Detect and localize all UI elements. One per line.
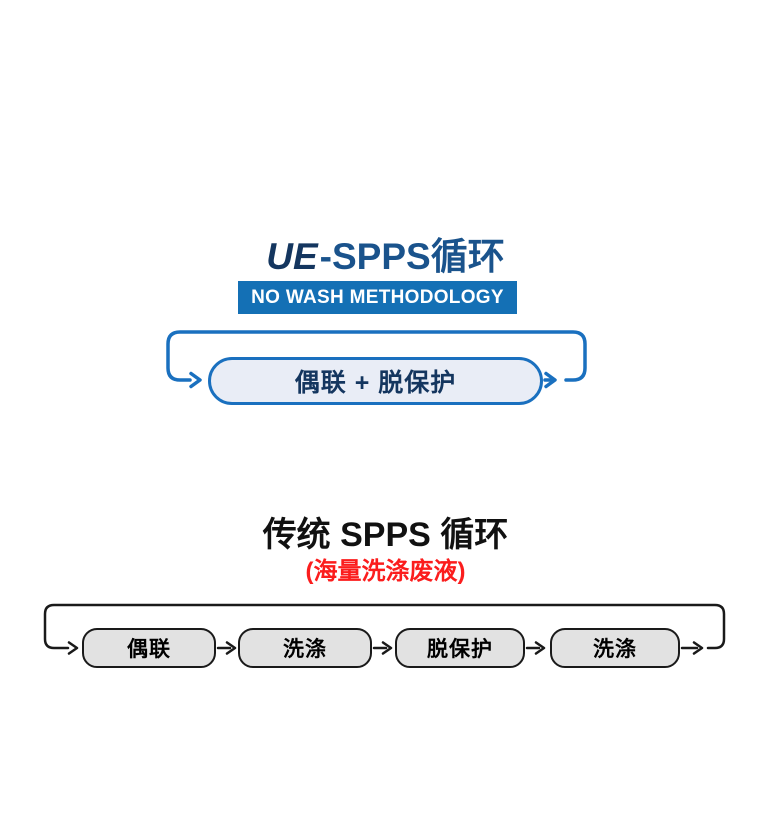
- ue-title-rest-part: -SPPS循环: [319, 236, 505, 277]
- trad-step-label: 洗涤: [593, 638, 637, 661]
- wash-waste-subtitle: (海量洗涤废液): [305, 558, 466, 585]
- ue-title-italic-part: UE: [266, 236, 318, 277]
- trad-step-coupling-box: 偶联: [82, 628, 216, 668]
- trad-step-deprotection-box: 脱保护: [395, 628, 525, 668]
- ue-coupling-deprotection-box: 偶联 + 脱保护: [208, 357, 543, 405]
- trad-exit-arrow-icon: [692, 641, 704, 655]
- trad-step-wash2-box: 洗涤: [550, 628, 680, 668]
- arrow-step2-step3-icon: [381, 641, 393, 655]
- trad-step-label: 洗涤: [283, 638, 327, 661]
- ue-spps-title: UE-SPPS循环: [0, 226, 771, 280]
- ue-box-label: 偶联 + 脱保护: [294, 369, 457, 397]
- trad-step-wash1-box: 洗涤: [238, 628, 372, 668]
- no-wash-banner: NO WASH METHODOLOGY: [238, 281, 517, 314]
- trad-entry-arrow-icon: [67, 641, 79, 655]
- ue-exit-arrow-icon: [544, 371, 557, 389]
- trad-step-label: 偶联: [127, 638, 171, 661]
- arrow-step1-step2-icon: [225, 641, 237, 655]
- arrow-step3-step4-icon: [534, 641, 546, 655]
- traditional-spps-title: 传统 SPPS 循环: [262, 516, 509, 554]
- trad-step-label: 脱保护: [427, 638, 493, 661]
- ue-entry-arrow-icon: [189, 371, 202, 389]
